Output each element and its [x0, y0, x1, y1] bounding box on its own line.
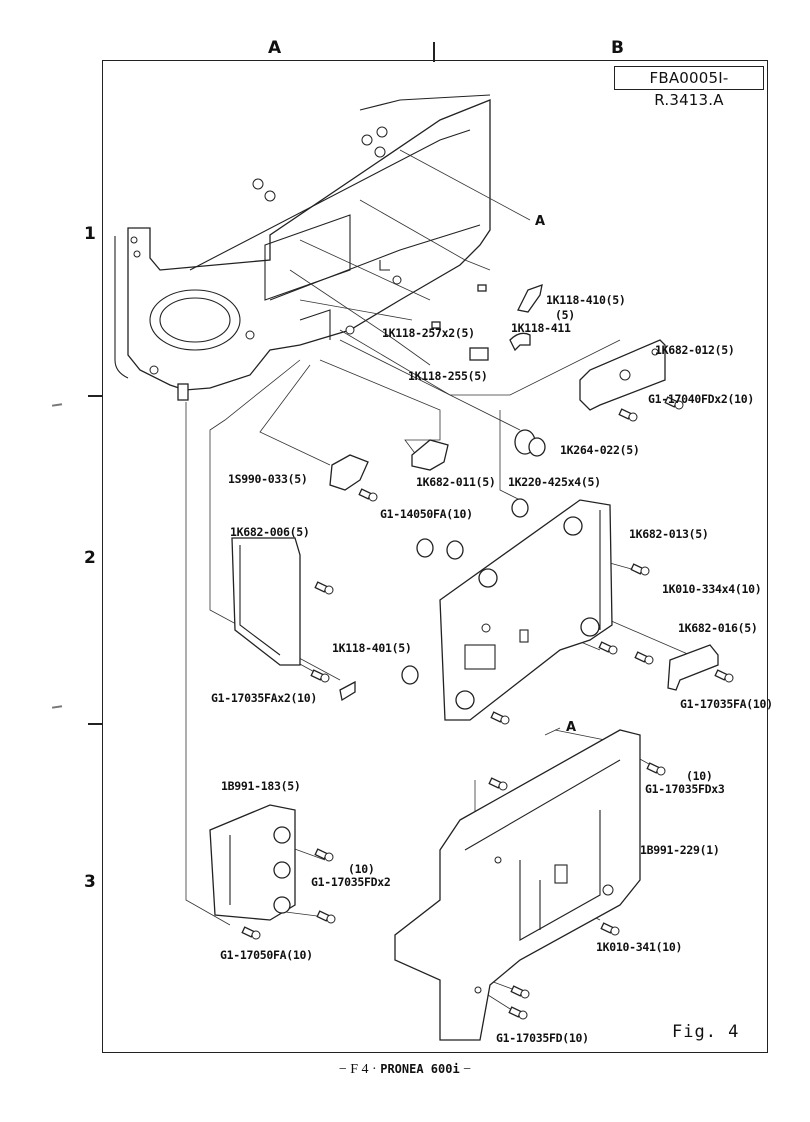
- main-chassis: [114, 94, 491, 401]
- column-divider: [433, 42, 435, 62]
- springs: [401, 498, 529, 685]
- footer-suffix: −: [463, 1062, 472, 1077]
- grid-row-label-2: 2: [84, 548, 96, 568]
- pressure-plate: [439, 499, 719, 721]
- part-label-g1-17035fd-x3-qty: (10): [686, 769, 713, 783]
- part-label-1k682-011: 1K682-011(5): [416, 475, 496, 489]
- part-label-1k118-411-qty: (5): [555, 308, 575, 322]
- part-label-g1-17050fa: G1-17050FA(10): [220, 948, 313, 962]
- part-label-1b991-229: 1B991-229(1): [640, 843, 720, 857]
- grid-column-label-b: B: [611, 38, 624, 58]
- part-label-g1-17035fd-x2-qty: (10): [348, 862, 375, 876]
- row-divider-tick: [88, 395, 103, 397]
- part-label-1k682-006: 1K682-006(5): [230, 525, 310, 539]
- part-label-1k682-013: 1K682-013(5): [629, 527, 709, 541]
- grid-row-label-1: 1: [84, 224, 96, 244]
- drawing-code: FBA0005I-R.3413.A: [614, 66, 764, 109]
- part-label-1k682-012: 1K682-012(5): [655, 343, 735, 357]
- part-label-1k118-401: 1K118-401(5): [332, 641, 412, 655]
- part-label-g1-17035fd-x2: G1-17035FDx2: [311, 875, 391, 889]
- grid-row-label-3: 3: [84, 872, 96, 892]
- page-footer: − F 4 · PRONEA 600i −: [0, 1062, 810, 1078]
- part-label-1k118-411: 1K118-411: [511, 321, 571, 335]
- part-label-g1-14050fa: G1-14050FA(10): [380, 507, 473, 521]
- part-label-g1-17035fd: G1-17035FD(10): [496, 1031, 589, 1045]
- callout-a-lower: A: [566, 720, 577, 735]
- part-label-1k010-334: 1K010-334x4(10): [662, 582, 762, 596]
- screws: [241, 396, 734, 1020]
- part-label-1k220-425: 1K220-425x4(5): [508, 475, 601, 489]
- part-label-1k010-341: 1K010-341(10): [596, 940, 683, 954]
- grid-column-label-a: A: [268, 38, 282, 58]
- footer-page-ref: − F 4 ·: [338, 1062, 377, 1077]
- part-label-1k118-255: 1K118-255(5): [408, 369, 488, 383]
- part-label-1k682-016: 1K682-016(5): [678, 621, 758, 635]
- film-guide-bracket: [209, 804, 296, 921]
- figure-label: Fig. 4: [672, 1022, 740, 1042]
- shutter-parts: [231, 439, 449, 702]
- drawing-frame: [102, 60, 768, 1053]
- part-label-g1-17035fa: G1-17035FA(10): [680, 697, 773, 711]
- part-label-1b991-183: 1B991-183(5): [221, 779, 301, 793]
- part-label-1k118-257: 1K118-257x2(5): [382, 326, 475, 340]
- part-label-1s990-033: 1S990-033(5): [228, 472, 308, 486]
- part-label-1k118-410: 1K118-410(5): [546, 293, 626, 307]
- small-parts-upper: [431, 284, 666, 457]
- callout-a-upper: A: [535, 214, 546, 229]
- part-label-1k264-022: 1K264-022(5): [560, 443, 640, 457]
- part-label-g1-17040fd: G1-17040FDx2(10): [648, 392, 754, 406]
- rear-cover-frame: [394, 729, 641, 1041]
- part-label-g1-17035fd-x3: G1-17035FDx3: [645, 782, 725, 796]
- part-label-g1-17035fa-x2: G1-17035FAx2(10): [211, 691, 317, 705]
- row-divider-tick: [88, 723, 103, 725]
- footer-model-name: PRONEA 600i: [380, 1062, 460, 1076]
